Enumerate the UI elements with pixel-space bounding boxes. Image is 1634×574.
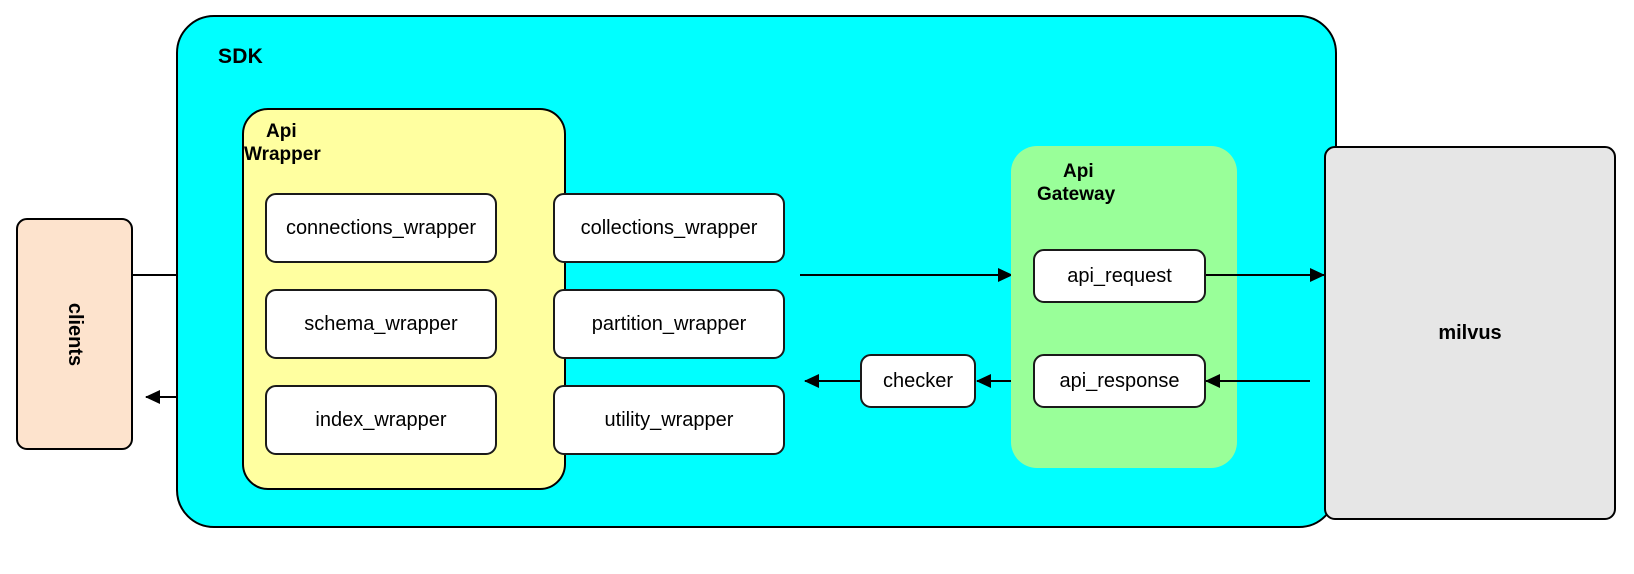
arrow-api-request-to-milvus [1206, 268, 1325, 282]
module-label: schema_wrapper [304, 312, 458, 335]
module-api-request[interactable]: api_request [1033, 249, 1206, 303]
module-collections-wrapper[interactable]: collections_wrapper [553, 193, 785, 263]
api-wrapper-label-line2: Wrapper [244, 144, 321, 166]
module-connections-wrapper[interactable]: connections_wrapper [265, 193, 497, 263]
api-wrapper-label: Api Wrapper [244, 120, 396, 166]
arrowhead-icon [145, 390, 160, 404]
arrowhead-icon [804, 374, 819, 388]
module-label: partition_wrapper [591, 312, 747, 335]
arrowhead-icon [1310, 268, 1325, 282]
clients-node[interactable]: clients [16, 218, 133, 450]
api-gateway-label: Api Gateway [1037, 160, 1177, 206]
module-utility-wrapper[interactable]: utility_wrapper [553, 385, 785, 455]
api-gateway-container[interactable]: Api Gateway [1011, 146, 1237, 468]
module-api-response[interactable]: api_response [1033, 354, 1206, 408]
module-label: api_response [1059, 369, 1180, 392]
api-gateway-label-line1: Api [1063, 161, 1094, 182]
arrow-api-response-to-checker [976, 374, 1035, 388]
module-partition-wrapper[interactable]: partition_wrapper [553, 289, 785, 359]
module-schema-wrapper[interactable]: schema_wrapper [265, 289, 497, 359]
arrow-api-wrapper-to-api-gateway [800, 268, 1013, 282]
checker-label: checker [882, 369, 954, 392]
module-label: utility_wrapper [604, 408, 734, 431]
sdk-label: SDK [218, 45, 263, 68]
arrow-milvus-to-api-response [1205, 374, 1310, 388]
milvus-label: milvus [1438, 321, 1502, 344]
checker-node[interactable]: checker [860, 354, 976, 408]
api-wrapper-label-line1: Api [266, 121, 297, 142]
arrowhead-icon [1205, 374, 1220, 388]
milvus-node[interactable]: milvus [1324, 146, 1616, 520]
api-gateway-label-line2: Gateway [1037, 184, 1116, 206]
module-label: collections_wrapper [580, 216, 758, 239]
module-label: api_request [1067, 264, 1172, 287]
clients-label: clients [63, 302, 86, 366]
arrowhead-icon [998, 268, 1013, 282]
arrow-checker-to-api-wrapper [804, 374, 860, 388]
module-label: connections_wrapper [285, 216, 477, 239]
module-label: index_wrapper [315, 408, 447, 431]
module-index-wrapper[interactable]: index_wrapper [265, 385, 497, 455]
arrowhead-icon [976, 374, 991, 388]
